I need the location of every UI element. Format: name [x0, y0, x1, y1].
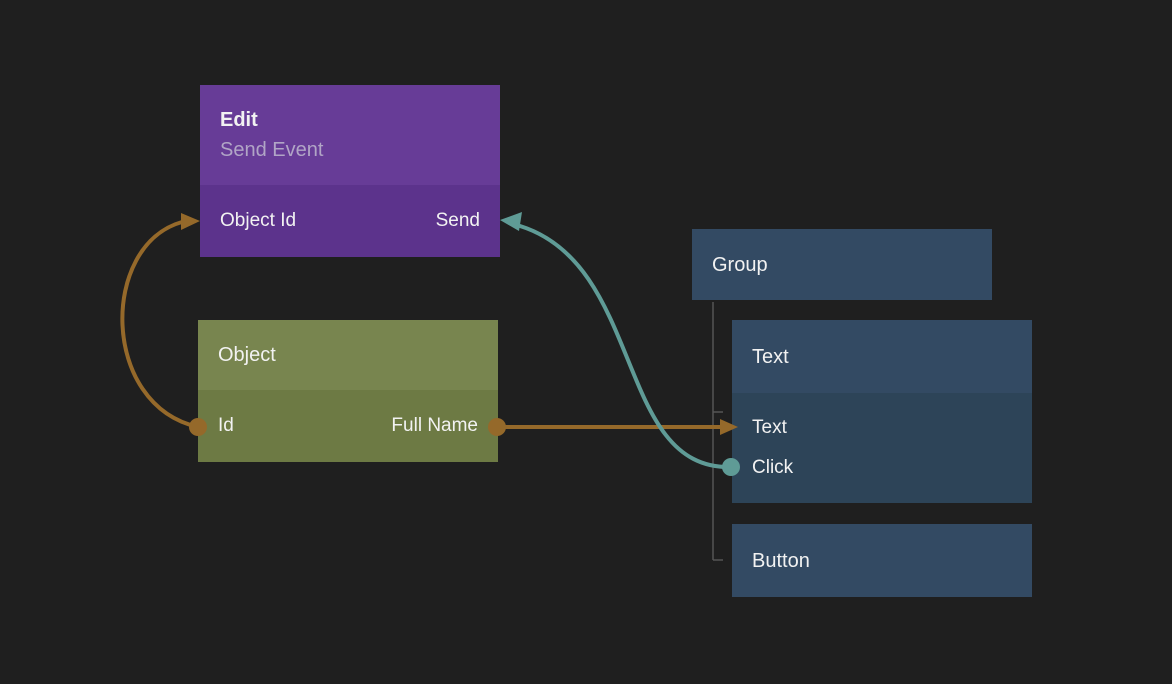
port-click[interactable]: Click: [752, 457, 794, 478]
edge-id-to-object-id[interactable]: [120, 220, 200, 429]
arrowhead-object-id: [181, 213, 200, 230]
node-text-title: Text: [752, 345, 789, 368]
node-edit[interactable]: Edit Send Event Object Id Send: [200, 85, 500, 257]
node-edit-header: Edit Send Event: [200, 85, 500, 185]
node-edit-ports: Object Id Send: [200, 185, 500, 257]
node-object-ports: Id Full Name: [198, 390, 498, 462]
port-full-name[interactable]: Full Name: [391, 415, 478, 436]
arrowhead-send: [500, 212, 522, 231]
port-object-id[interactable]: Object Id: [220, 210, 297, 231]
node-edit-title: Edit: [220, 109, 258, 131]
port-text[interactable]: Text: [752, 417, 787, 438]
node-edit-subtitle: Send Event: [220, 139, 324, 161]
node-text-ports: Text Click: [732, 393, 1032, 503]
node-text-header: Text: [732, 320, 1032, 393]
port-send[interactable]: Send: [435, 210, 480, 231]
node-text[interactable]: Text Text Click: [732, 320, 1032, 503]
port-id[interactable]: Id: [218, 415, 234, 436]
node-object[interactable]: Object Id Full Name: [198, 320, 498, 462]
node-group-title: Group: [712, 253, 768, 276]
group-tree-line: [712, 302, 723, 561]
node-object-header: Object: [198, 320, 498, 390]
node-group[interactable]: Group: [692, 229, 992, 300]
node-object-title: Object: [218, 344, 276, 366]
node-button-title: Button: [752, 549, 810, 572]
node-button[interactable]: Button: [732, 524, 1032, 597]
